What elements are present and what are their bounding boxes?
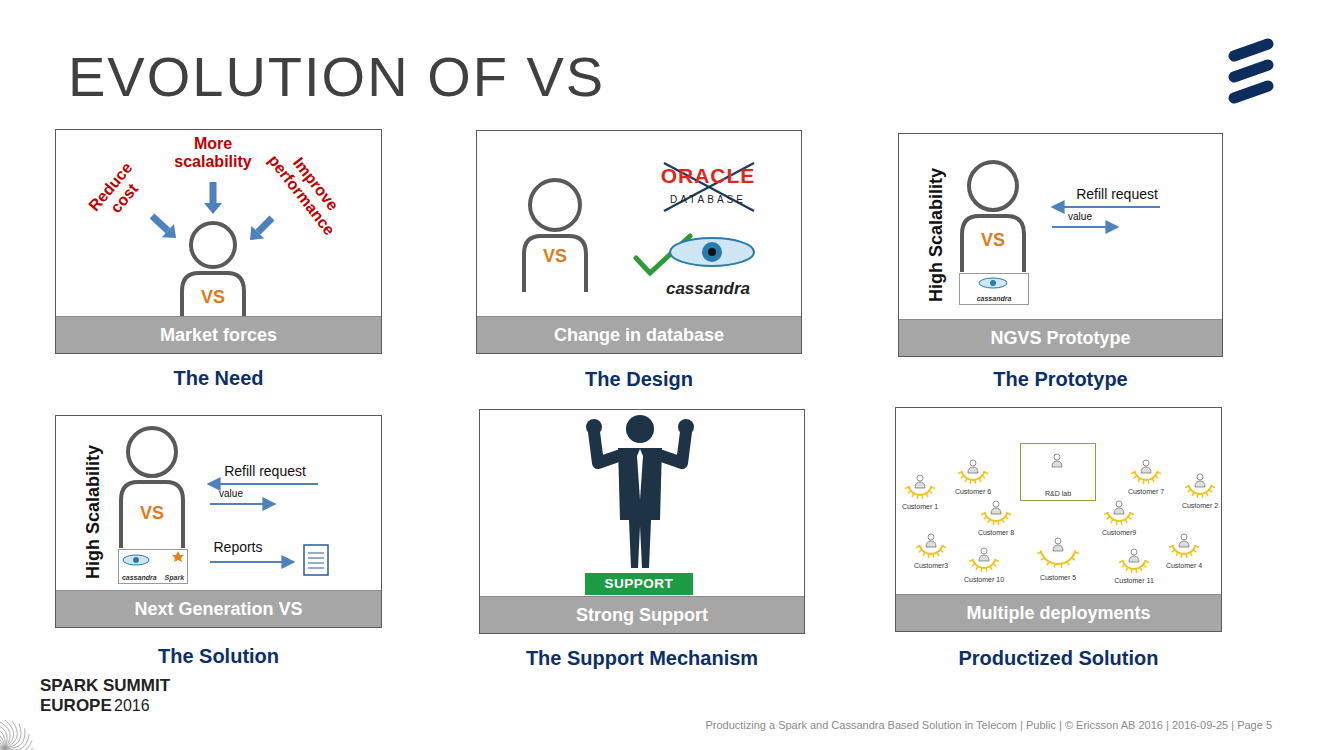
slide-footer: Productizing a Spark and Cassandra Based… — [705, 719, 1272, 732]
arrow-label: value — [219, 488, 243, 500]
customer-label: Customer 7 — [1128, 488, 1164, 496]
node-text: Spark — [165, 573, 184, 582]
node-text: Change in database — [477, 317, 801, 353]
admin-icon — [1185, 474, 1215, 498]
stage-panel: The PrototypecassandraNGVS Prototype — [898, 133, 1223, 357]
node-text: R&D lab — [1045, 489, 1071, 498]
stage-caption: The Prototype — [859, 367, 1262, 391]
node-text: Multiple deployments — [896, 595, 1221, 631]
person-figure — [524, 180, 586, 292]
database-box: cassandra Spark — [118, 549, 188, 584]
axis-label: High Scalability — [926, 168, 947, 302]
person-figure — [121, 428, 183, 548]
stage-caption: The Design — [437, 367, 841, 391]
lab-box: R&D lab — [1020, 443, 1096, 501]
stage-panel: Productized SolutionR&D labMultiple depl… — [895, 407, 1222, 632]
stage-band: Multiple deployments — [896, 594, 1221, 631]
stage-panel: The SolutioncassandraSparkNext Generatio… — [55, 415, 382, 628]
customer-label: Customer 8 — [978, 529, 1014, 537]
force-label: Improve performance — [260, 135, 357, 244]
arrow-label: value — [1068, 211, 1092, 223]
admin-icon — [969, 548, 999, 572]
admin-icon — [958, 460, 988, 484]
report-document — [304, 545, 328, 575]
stage-band: Market forces — [56, 316, 381, 353]
force-arrow — [152, 216, 176, 238]
support-badge: SUPPORT — [585, 573, 693, 595]
admin-icon — [1052, 454, 1062, 467]
admin-icon — [981, 501, 1011, 525]
event-logo: SPARK SUMMIT — [38, 676, 172, 696]
customer-label: Customer9 — [1102, 529, 1136, 537]
node-text: cassandra — [122, 573, 157, 582]
customer-label: Customer 6 — [955, 488, 991, 496]
support-man — [586, 415, 694, 568]
stage-band: Change in database — [477, 316, 801, 353]
admin-icon — [905, 475, 935, 499]
customer-label: Customer3 — [914, 562, 948, 570]
person-figure — [182, 223, 244, 318]
stage-caption: The Solution — [16, 644, 421, 668]
arrow-label: Refill request — [1076, 186, 1158, 202]
admin-icon — [1169, 534, 1199, 558]
database-box: cassandra — [959, 273, 1029, 305]
arrow-label: Reports — [213, 539, 262, 555]
admin-icon — [916, 534, 946, 558]
database-logo: cassandra — [666, 279, 750, 299]
stage-caption: Productized Solution — [856, 646, 1261, 670]
node-text: Next Generation VS — [56, 591, 381, 627]
slide-title: EVOLUTION OF VS — [68, 46, 605, 108]
node-text: Market forces — [56, 317, 381, 353]
database-logo: DATABASE — [670, 194, 746, 206]
customer-label: Customer 11 — [1114, 577, 1154, 585]
force-label: Reduce cost — [84, 157, 152, 228]
force-arrow — [204, 182, 222, 214]
node-text: cassandra — [977, 294, 1012, 303]
node-text: SUPPORT — [585, 573, 693, 595]
stage-caption: The Need — [16, 366, 421, 390]
customer-label: Customer 1 — [902, 503, 938, 511]
event-logo: EUROPE — [38, 696, 114, 716]
summit-swirl — [0, 720, 33, 750]
database-logo: ORACLE — [661, 164, 756, 188]
admin-icon — [1119, 549, 1149, 573]
admin-icon — [1104, 501, 1134, 525]
stage-caption: The Support Mechanism — [440, 646, 844, 670]
force-label: More scalability — [167, 135, 259, 172]
cassandra-eye — [670, 238, 754, 266]
figure-label: VS — [543, 246, 567, 267]
stage-panel: The DesignChange in database — [476, 130, 802, 354]
customer-label: Customer 2 — [1182, 502, 1218, 510]
admin-icon — [1037, 538, 1078, 568]
stage-band: Strong Support — [480, 596, 804, 633]
customer-label: Customer 4 — [1166, 562, 1202, 570]
person-figure — [962, 162, 1024, 272]
force-arrow — [250, 218, 272, 240]
figure-label: VS — [981, 230, 1005, 251]
figure-label: VS — [140, 503, 164, 524]
customer-label: Customer 10 — [964, 576, 1004, 584]
stage-panel: The Support MechanismSUPPORTStrong Suppo… — [479, 409, 805, 634]
customer-label: Customer 5 — [1040, 574, 1076, 582]
ericsson-logo — [1234, 44, 1268, 98]
arrow-label: Refill request — [224, 463, 306, 479]
figure-label: VS — [201, 287, 225, 308]
stage-band: NGVS Prototype — [899, 319, 1222, 356]
event-logo: 2016 — [112, 697, 152, 715]
stage-band: Next Generation VS — [56, 590, 381, 627]
node-text: Strong Support — [480, 597, 804, 633]
node-text: NGVS Prototype — [899, 320, 1222, 356]
admin-icon — [1131, 460, 1161, 484]
axis-label: High Scalability — [83, 445, 104, 579]
